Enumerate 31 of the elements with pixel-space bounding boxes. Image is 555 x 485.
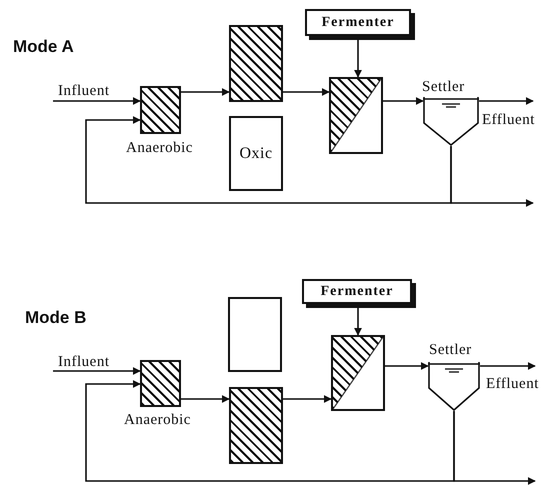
settler-tank: [423, 97, 479, 146]
flow-arrow: [385, 362, 429, 370]
half-hatched-tank: [329, 77, 383, 154]
hatched-tank: [229, 25, 283, 102]
flow-arrow: [181, 395, 230, 403]
flow-arrow: [53, 97, 141, 105]
unit-caption: Anaerobic: [124, 413, 191, 428]
flow-arrow: [480, 362, 536, 370]
node-label: Fermenter: [322, 14, 394, 30]
flow-arrow: [283, 395, 332, 403]
unit-caption: Settler: [422, 80, 465, 95]
flow-arrow: [479, 97, 534, 105]
mode-heading: Mode A: [13, 38, 74, 55]
hatched-tank: [140, 360, 181, 407]
flow-arrow: [181, 88, 230, 96]
node-label: Fermenter: [320, 284, 394, 300]
flow-arrow: [85, 380, 455, 482]
half-hatched-tank: [331, 335, 385, 411]
flow-arrow: [53, 367, 141, 375]
flow-arrow: [85, 116, 452, 204]
mode-heading: Mode B: [25, 309, 86, 326]
tank-box: [228, 297, 282, 372]
settler-tank: [428, 362, 480, 411]
unit-caption: Settler: [429, 343, 472, 358]
flow-arrow: [283, 88, 330, 96]
unit-caption: Anaerobic: [126, 141, 193, 156]
hatched-tank: [140, 86, 181, 134]
tank-box: [229, 116, 283, 191]
node-label: Oxic: [239, 144, 273, 162]
flow-arrow: [383, 97, 424, 105]
hatched-tank: [229, 387, 283, 464]
